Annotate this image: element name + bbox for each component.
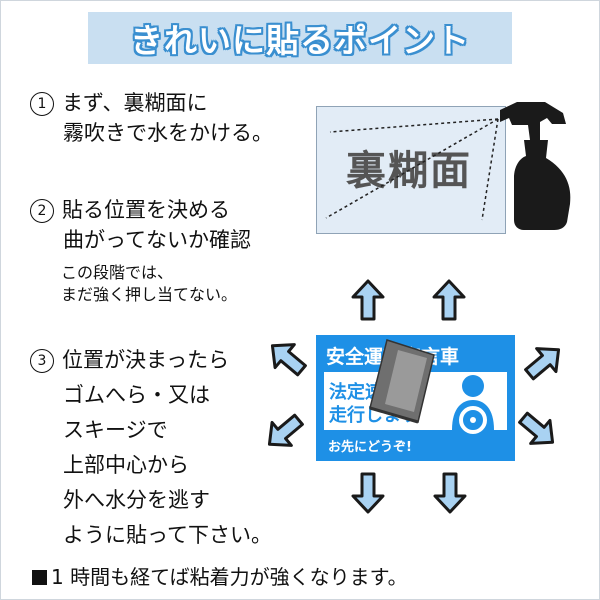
step-line: ように貼って下さい。: [63, 523, 272, 547]
spray-bottle-icon: [500, 102, 571, 230]
backing-card: [316, 106, 506, 234]
arrow-icon: [433, 472, 467, 514]
arrow-icon: [432, 279, 466, 321]
arrow-icon: [351, 279, 385, 321]
footer-note: 1 時間も経てば粘着力が強くなります。: [32, 561, 408, 590]
header-banner: きれいに貼るポイント: [88, 12, 512, 64]
step-line: 位置が決まったら: [62, 348, 230, 372]
note-line: この段階では、: [61, 263, 174, 282]
step-2-note: この段階では、 まだ強く押し当てない。: [61, 262, 237, 306]
step-number: 3: [30, 349, 54, 373]
footer-text: 1 時間も経てば粘着力が強くなります。: [51, 565, 408, 589]
arrow-icon: [512, 404, 564, 456]
spray-lines: [325, 118, 499, 221]
step-line: ゴムへら・又は: [63, 383, 210, 407]
step-line: 曲がってないか確認: [63, 228, 251, 252]
arrow-icon: [351, 472, 385, 514]
step-line: 上部中心から: [63, 453, 189, 477]
note-line: まだ強く押し当てない。: [61, 285, 238, 304]
driver-icon: [452, 375, 494, 434]
squeegee-icon: [369, 339, 435, 424]
step-2: 2 貼る位置を決める 曲がってないか確認: [30, 195, 251, 255]
step-line: 霧吹きで水をかける。: [63, 121, 273, 145]
step-line: 外へ水分を逃す: [63, 488, 210, 512]
arrow-icon: [261, 332, 313, 384]
step-1: 1 まず、裏糊面に 霧吹きで水をかける。: [30, 88, 273, 148]
square-bullet-icon: [32, 570, 47, 585]
step-3: 3 位置が決まったら ゴムへら・又は スキージで 上部中心から 外へ水分を逃す よ…: [30, 343, 272, 553]
page-title: きれいに貼るポイント: [130, 21, 470, 60]
step-number: 2: [30, 199, 54, 223]
step-number: 1: [30, 92, 54, 116]
arrow-icon: [258, 406, 310, 458]
sticker-bottom-text: お先にどうぞ!: [328, 440, 412, 455]
step-line: スキージで: [63, 418, 168, 442]
step-line: 貼る位置を決める: [62, 198, 230, 222]
arrow-icon: [518, 336, 570, 388]
step-line: まず、裏糊面に: [62, 91, 208, 115]
